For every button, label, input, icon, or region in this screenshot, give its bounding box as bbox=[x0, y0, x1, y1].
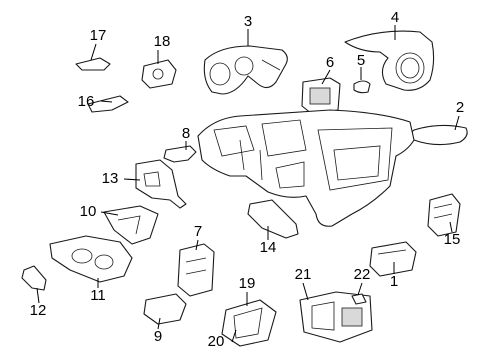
part-22-clip bbox=[351, 293, 367, 305]
part-3-trim-panel bbox=[203, 45, 288, 95]
callout-19: 19 bbox=[238, 275, 256, 292]
leader-lines bbox=[36, 25, 460, 343]
callout-2: 2 bbox=[455, 99, 465, 116]
part-20-glove-box bbox=[221, 299, 277, 347]
callout-12: 12 bbox=[29, 302, 47, 319]
callout-22: 22 bbox=[353, 266, 371, 283]
part-14-lower-trim bbox=[247, 199, 299, 239]
callout-9: 9 bbox=[153, 328, 163, 345]
callout-10: 10 bbox=[79, 203, 97, 220]
callout-16: 16 bbox=[77, 93, 95, 110]
part-6-vent bbox=[301, 77, 341, 115]
part-17-clip bbox=[75, 57, 111, 71]
part-5-knob bbox=[353, 80, 371, 94]
part-7-module bbox=[177, 243, 215, 297]
callout-21: 21 bbox=[294, 266, 312, 283]
part-9-bracket bbox=[143, 293, 187, 325]
callout-4: 4 bbox=[390, 9, 400, 26]
part-16-trim bbox=[87, 95, 129, 113]
part-21-assembly bbox=[299, 291, 373, 343]
callout-18: 18 bbox=[153, 33, 171, 50]
callout-15: 15 bbox=[443, 231, 461, 248]
part-11-lower-panel bbox=[49, 235, 133, 283]
callout-8: 8 bbox=[181, 125, 191, 142]
callout-20: 20 bbox=[207, 333, 225, 350]
part-1-module bbox=[369, 241, 417, 277]
part-13-side-panel bbox=[135, 159, 187, 209]
callout-11: 11 bbox=[90, 287, 106, 304]
part-15-connector bbox=[427, 193, 461, 237]
part-4-trim-panel bbox=[344, 30, 435, 91]
callout-13: 13 bbox=[101, 170, 119, 187]
callout-5: 5 bbox=[356, 52, 366, 69]
callout-14: 14 bbox=[259, 239, 277, 256]
callout-17: 17 bbox=[89, 27, 107, 44]
callout-7: 7 bbox=[193, 223, 203, 240]
part-8-bracket bbox=[163, 145, 197, 163]
part-2-end-cap bbox=[410, 124, 468, 146]
callout-3: 3 bbox=[243, 13, 253, 30]
instrument-panel bbox=[197, 109, 415, 227]
part-12-bracket bbox=[21, 265, 47, 291]
callout-6: 6 bbox=[325, 54, 335, 71]
part-10-duct bbox=[103, 205, 159, 245]
callout-1: 1 bbox=[389, 273, 399, 290]
part-18-switch bbox=[141, 59, 177, 89]
